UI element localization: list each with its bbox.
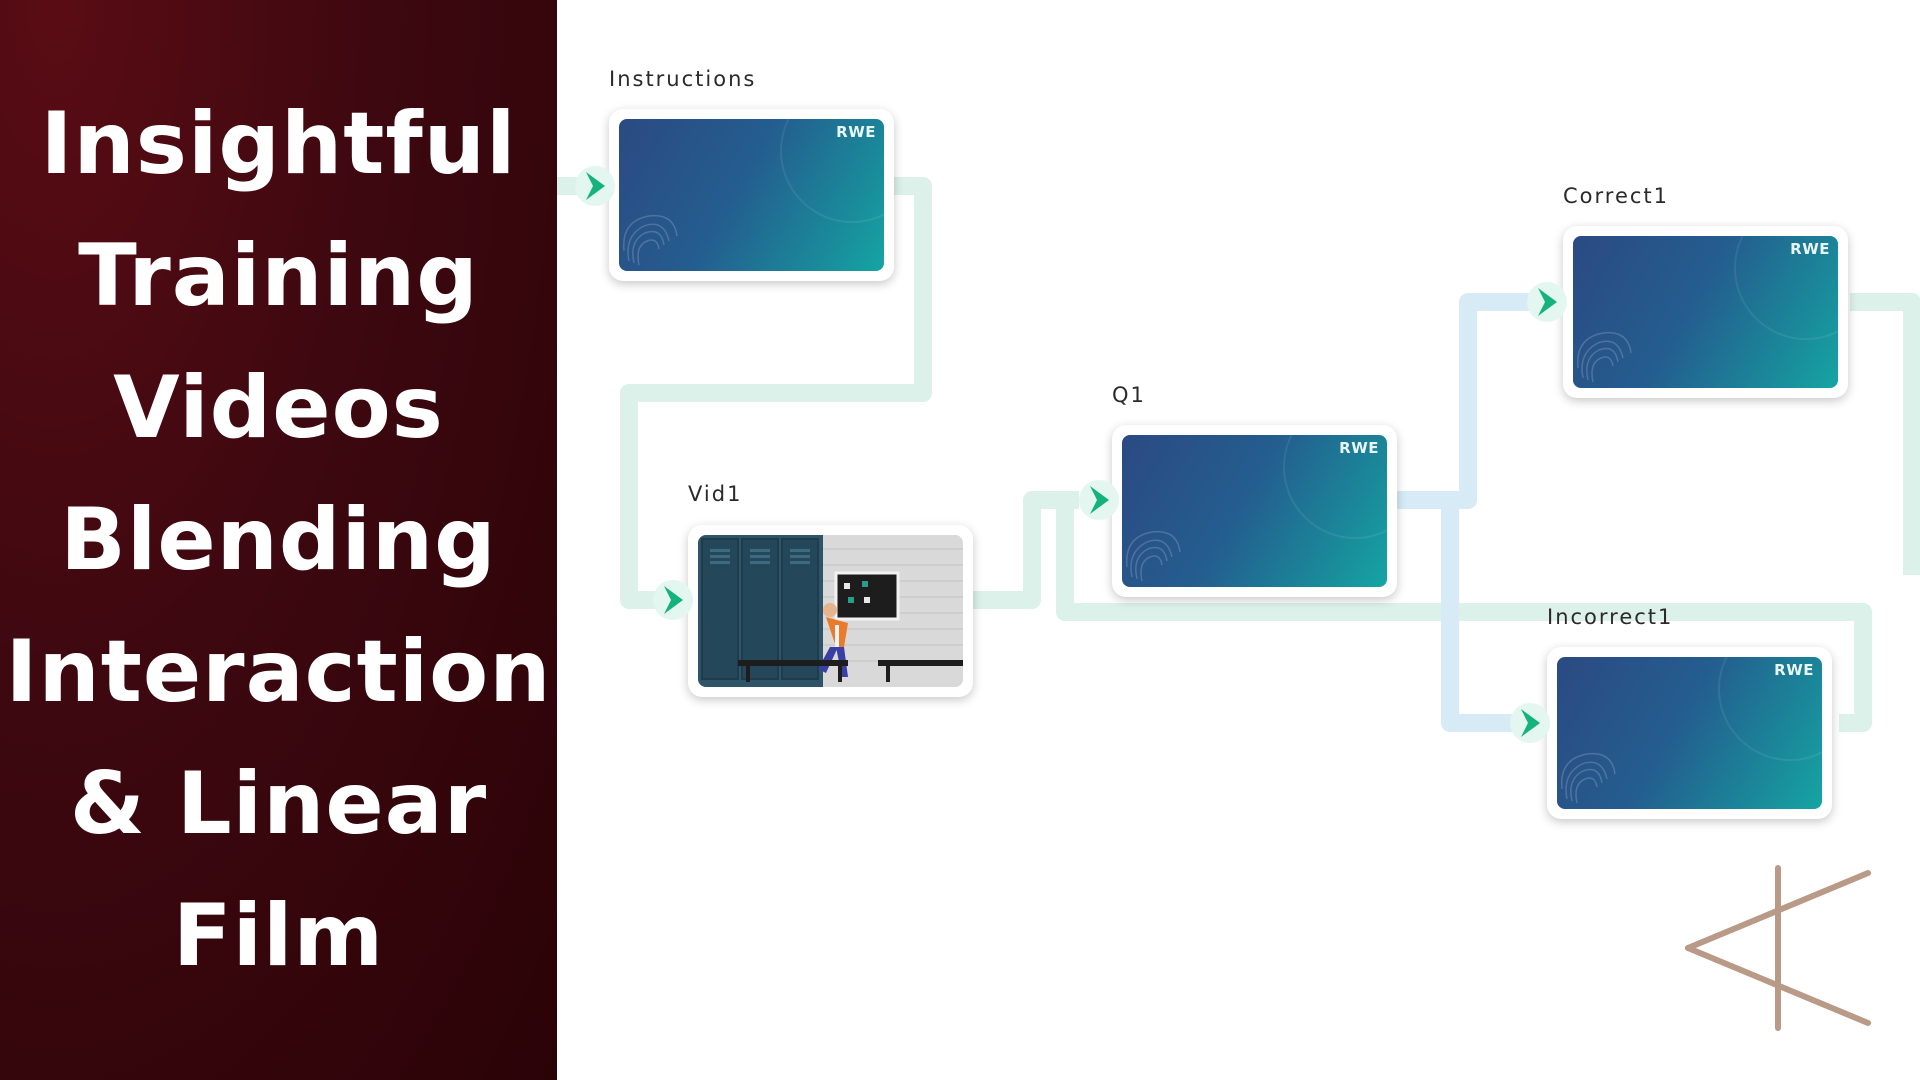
fingerprint-icon	[1125, 530, 1181, 582]
node-card-incorrect1[interactable]: RWE	[1547, 647, 1832, 819]
node-thumbnail-q1: RWE	[1122, 435, 1387, 587]
input-port-incorrect1[interactable]	[1510, 703, 1550, 743]
locker-room-illustration	[698, 535, 963, 687]
input-port-instructions[interactable]	[575, 166, 615, 206]
node-card-vid1[interactable]	[688, 525, 973, 697]
headline-line-4: Blending	[60, 490, 497, 590]
headline-line-2: Training	[78, 226, 479, 326]
node-thumbnail-correct1: RWE	[1573, 236, 1838, 388]
node-thumbnail-vid1	[698, 535, 963, 687]
input-port-vid1[interactable]	[653, 580, 693, 620]
headline-line-7: Film	[172, 886, 385, 986]
flow-canvas[interactable]: Instructions RWE Vid1	[557, 0, 1920, 1080]
node-card-correct1[interactable]: RWE	[1563, 226, 1848, 398]
node-card-instructions[interactable]: RWE	[609, 109, 894, 281]
rwe-logo-text: RWE	[1774, 661, 1814, 679]
connector-q1-to-correct1	[1395, 293, 1542, 509]
fingerprint-icon	[1576, 331, 1632, 383]
fingerprint-icon	[1560, 752, 1616, 804]
rwe-logo-text: RWE	[1790, 240, 1830, 258]
headline-line-5: Interaction	[5, 622, 552, 722]
node-label-vid1: Vid1	[688, 482, 743, 506]
connector-q1-to-incorrect1-green	[1056, 500, 1872, 732]
headline-panel: Insightful Training Videos Blending Inte…	[0, 0, 557, 1080]
input-port-correct1[interactable]	[1527, 282, 1567, 322]
rwe-logo-text: RWE	[1339, 439, 1379, 457]
play-chevron-icon	[664, 586, 683, 614]
connector-q1-to-incorrect1-blue	[1441, 500, 1524, 732]
connector-vid1-to-q1	[972, 491, 1079, 609]
play-chevron-icon	[586, 172, 605, 200]
connector-instructions-to-vid1	[620, 177, 932, 609]
node-thumbnail-incorrect1: RWE	[1557, 657, 1822, 809]
fingerprint-icon	[622, 214, 678, 266]
input-port-q1[interactable]	[1079, 480, 1119, 520]
node-card-q1[interactable]: RWE	[1112, 425, 1397, 597]
node-thumbnail-instructions: RWE	[619, 119, 884, 271]
play-chevron-icon	[1521, 709, 1540, 737]
play-chevron-icon	[1090, 486, 1109, 514]
connector-correct1-out	[1850, 293, 1920, 575]
headline-line-6: & Linear	[69, 754, 488, 854]
node-label-instructions: Instructions	[609, 67, 757, 91]
node-label-correct1: Correct1	[1563, 184, 1670, 208]
node-label-incorrect1: Incorrect1	[1547, 605, 1674, 629]
node-label-q1: Q1	[1112, 383, 1146, 407]
play-chevron-icon	[1538, 288, 1557, 316]
headline-line-3: Videos	[113, 358, 444, 458]
k-logo-icon	[1685, 865, 1871, 1031]
rwe-logo-text: RWE	[836, 123, 876, 141]
headline-line-1: Insightful	[40, 94, 517, 194]
flow-connectors	[557, 177, 1920, 732]
